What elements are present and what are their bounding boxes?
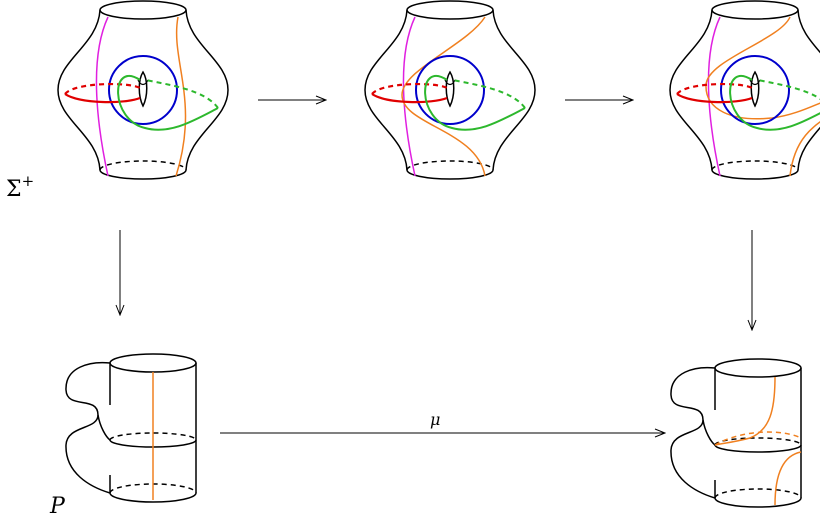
red-curve-solid-2: [371, 93, 448, 104]
green-curve-dashed-1: [145, 79, 219, 109]
sigma-label: Σ+: [6, 172, 34, 202]
orange-curve-3-upper: [705, 16, 820, 120]
orange-curve-right-lower: [774, 451, 802, 506]
green-curve-solid-3: [729, 75, 820, 131]
red-curve-dashed-1: [64, 82, 141, 95]
orange-curve-1: [175, 16, 187, 177]
orange-curve-3-lower: [789, 121, 820, 177]
red-curve-solid-1: [64, 93, 141, 104]
surface-1: [57, 0, 229, 180]
mu-label: μ: [430, 410, 440, 429]
orange-curve-2: [401, 16, 486, 177]
magenta-curve-2: [402, 16, 416, 177]
red-curve-solid-3: [676, 93, 753, 104]
blue-circle-2: [415, 55, 485, 125]
pants-right: [670, 358, 802, 508]
surface-2: [364, 0, 536, 180]
orange-curve-right-upper-dashed: [714, 431, 802, 446]
green-curve-solid-1: [117, 75, 219, 131]
blue-circle-1: [108, 55, 178, 125]
green-curve-dashed-2: [452, 79, 526, 109]
magenta-curve-3: [707, 16, 721, 177]
blue-circle-3: [720, 55, 790, 125]
pants-left: [65, 353, 197, 503]
red-curve-dashed-3: [676, 82, 753, 95]
green-curve-solid-2: [424, 75, 526, 131]
p-label: P: [49, 494, 66, 519]
magenta-curve-1: [95, 16, 109, 177]
surface-3: [669, 0, 820, 180]
red-curve-dashed-2: [371, 82, 448, 95]
green-curve-dashed-3: [757, 79, 820, 101]
orange-curve-right-upper: [714, 376, 776, 446]
